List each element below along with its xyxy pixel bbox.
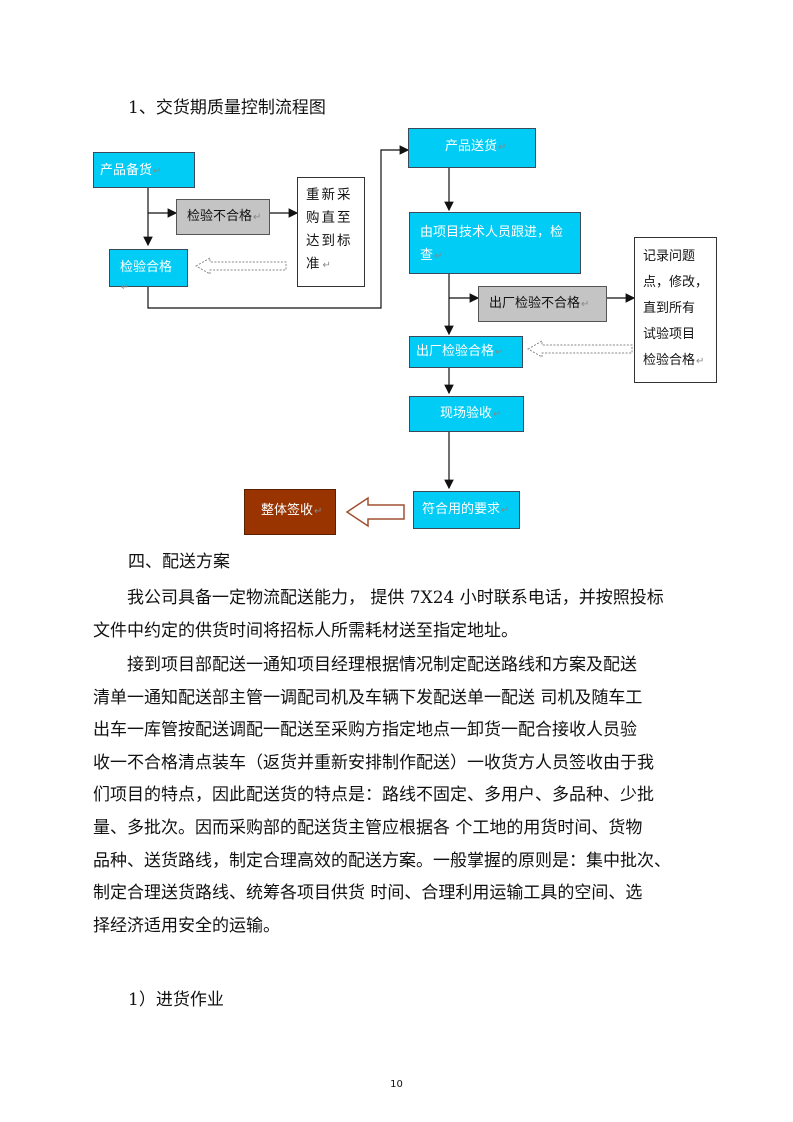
paragraph-line: 接到项目部配送一通知项目经理根据情况制定配送路线和方案及配送 [127,655,637,675]
box-label: 现场验收 [440,406,493,421]
return-mark: ↵ [153,166,162,177]
return-mark: ↵ [322,260,333,271]
paragraph-1: 我公司具备一定物流配送能力， 提供 7X24 小时联系电话，并按照投标 文件中约… [93,582,705,647]
box-inspection-pass: 检验合格 ↵ [109,249,188,293]
page-number: 10 [390,1079,403,1090]
box-technical-inspection: 由项目技术人员跟进，检 查↵ [409,212,581,274]
box-line: 检验合格 [643,353,696,368]
box-label: 整体签收 [261,503,314,518]
section-4-title: 四、配送方案 [128,552,230,572]
box-line: 由项目技术人员跟进，检 [420,225,564,240]
paragraph-2: 接到项目部配送一通知项目经理根据情况制定配送路线和方案及配送 清单一通知配送部主… [93,649,705,942]
paragraph-line: 清单一通知配送部主管一调配司机及车辆下发配送单一配送 司机及随车工 [93,687,643,708]
feedback-arrow-left [194,257,287,275]
paragraph-line: 品种、送货路线，制定合理高效的配送方案。一般掌握的原则是：集中批次、 [93,850,671,871]
paragraph-line: 收一不合格清点装车（返货并重新安排制作配送）一收货方人员签收由于我 [93,752,654,773]
box-label: 符合用的要求 [422,502,501,517]
flowchart-connectors [143,145,636,528]
box-line: 直到所有 [643,301,696,316]
box-line: 查 [420,248,434,263]
box-repurchase: 重新采 购直至 达到标 准↵ [297,177,365,287]
subsection-title: 1）进货作业 [128,990,224,1010]
box-line: 试验项目 [643,327,696,342]
box-line: 重新采 [306,187,353,203]
return-mark: ↵ [314,506,323,517]
box-label: 出厂检验不合格 [489,296,581,311]
return-mark: ↵ [493,409,502,420]
box-product-prep: 产品备货↵ [93,152,195,188]
box-final-sign-off: 整体签收↵ [244,489,336,535]
paragraph-line: 择经济适用安全的运输。 [93,915,280,936]
feedback-arrow-right [526,340,633,358]
return-mark: ↵ [696,356,705,367]
box-label: 产品送货 [445,139,498,154]
return-mark: ↵ [581,299,590,310]
paragraph-line: 我公司具备一定物流配送能力， 提供 7X24 小时联系电话，并按照投标 [127,588,664,608]
box-meet-requirements: 符合用的要求↵ [413,491,520,529]
return-mark: ↵ [495,347,504,358]
return-mark: ↵ [253,212,262,223]
return-mark: ↵ [121,282,130,293]
box-line: 达到标 [306,233,353,249]
box-label: 产品备货 [100,163,153,178]
box-record-issues: 记录问题 点，修改， 直到所有 试验项目 检验合格↵ [634,237,717,383]
box-factory-pass: 出厂检验合格↵ [409,336,523,368]
arrow-meet-to-sign [345,496,405,528]
box-site-acceptance: 现场验收↵ [409,396,524,432]
paragraph-line: 们项目的特点，因此配送货的特点是：路线不固定、多用户、多品种、少批 [93,785,654,806]
box-factory-fail: 出厂检验不合格↵ [478,286,607,322]
box-line: 点，修改， [643,275,709,290]
box-inspection-fail: 检验不合格↵ [176,199,270,235]
return-mark: ↵ [498,142,507,153]
box-label: 出厂检验合格 [416,344,495,359]
box-line: 记录问题 [643,249,696,264]
arrow-pass1-to-delivery [147,145,410,309]
paragraph-line: 制定合理送货路线、统筹各项目供货 时间、合理利用运输工具的空间、选 [93,883,643,904]
box-label: 检验不合格 [187,209,253,224]
return-mark: ↵ [434,251,443,262]
paragraph-line: 出车一库管按配送调配一配送至采购方指定地点一卸货一配合接收人员验 [93,720,637,741]
paragraph-line: 量、多批次。因而采购部的配送货主管应根据各 个工地的用货时间、货物 [93,817,643,838]
box-label: 检验合格 [120,260,173,275]
box-line: 准 [306,256,322,272]
paragraph-line: 文件中约定的供货时间将招标人所需耗材送至指定地址。 [93,620,518,641]
section-title: 1、交货期质量控制流程图 [128,98,326,118]
box-delivery: 产品送货↵ [408,128,536,168]
box-line: 购直至 [306,210,353,226]
return-mark: ↵ [501,505,510,516]
